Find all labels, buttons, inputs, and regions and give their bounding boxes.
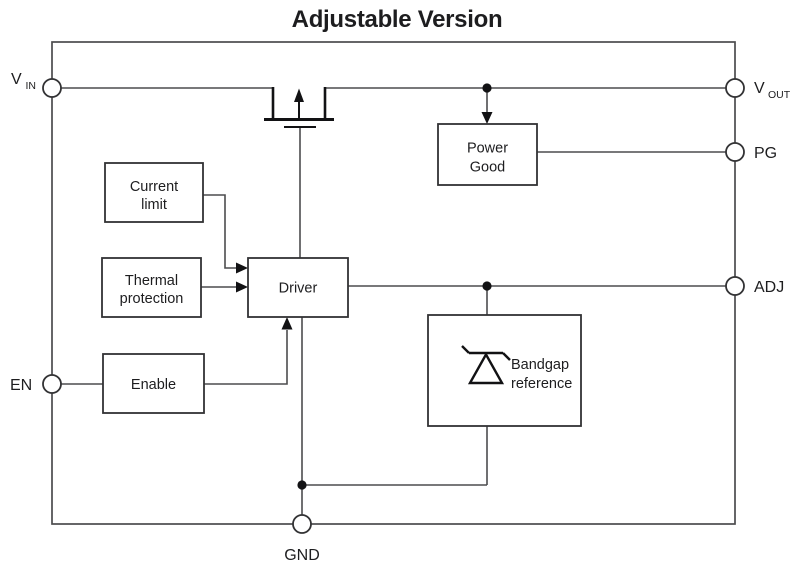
gnd-pin-label: GND xyxy=(284,547,320,564)
junction-dot-adj xyxy=(482,281,492,291)
vin-pin-label: V xyxy=(11,71,22,88)
pmos-transistor-icon xyxy=(264,87,334,128)
enable-to-driver-wire xyxy=(204,330,288,385)
vin-pin-circle xyxy=(42,78,62,98)
en-pin-circle xyxy=(42,374,62,394)
enable-label: Enable xyxy=(131,377,176,393)
gnd-pin-circle xyxy=(292,514,312,534)
current-limit-label-line2: limit xyxy=(141,197,167,213)
block-driver: Driver xyxy=(247,257,349,318)
pin-labels: V IN V OUT PG ADJ EN GND xyxy=(10,71,791,564)
arrowhead-into-powergood-icon xyxy=(481,112,493,124)
power-good-label-line2: Good xyxy=(470,160,505,176)
pin-terminals xyxy=(42,78,745,534)
arrowhead-into-driver-mid-icon xyxy=(236,281,248,293)
bandgap-label-line2: reference xyxy=(511,376,572,392)
en-pin-label: EN xyxy=(10,377,32,394)
mosfet-body-arrowhead xyxy=(294,88,304,102)
vin-pin-sublabel: IN xyxy=(26,80,37,92)
junction-dot-ground xyxy=(297,480,307,490)
vout-pin-label: V xyxy=(754,80,765,97)
thermal-protection-label-line2: protection xyxy=(120,291,184,307)
current-limit-label-line1: Current xyxy=(130,179,178,195)
block-thermal-protection: Thermal protection xyxy=(101,257,202,318)
pg-pin-circle xyxy=(725,142,745,162)
block-current-limit: Current limit xyxy=(104,162,204,223)
block-power-good: Power Good xyxy=(437,123,538,186)
power-good-box xyxy=(437,123,538,186)
zener-diode-icon xyxy=(461,345,511,385)
arrowheads xyxy=(236,112,493,330)
arrowhead-into-driver-bottom-icon xyxy=(281,317,293,330)
zener-anode-triangle xyxy=(467,352,505,385)
driver-label: Driver xyxy=(279,281,318,297)
adj-pin-label: ADJ xyxy=(754,279,784,296)
zener-cathode-left-tick xyxy=(461,345,470,354)
arrowhead-into-driver-top-icon xyxy=(236,262,248,274)
pg-pin-label: PG xyxy=(754,145,777,162)
adj-pin-circle xyxy=(725,276,745,296)
currentlimit-to-driver-wire xyxy=(203,194,237,269)
diagram-title: Adjustable Version xyxy=(292,6,503,33)
junction-dots xyxy=(297,83,492,490)
junction-dot-vout xyxy=(482,83,492,93)
bandgap-label-line1: Bandgap xyxy=(511,357,569,373)
vout-pin-circle xyxy=(725,78,745,98)
driver-box xyxy=(247,257,349,318)
block-bandgap-reference: Bandgap reference xyxy=(427,314,582,427)
zener-cathode-right-tick xyxy=(502,352,511,361)
power-good-label-line1: Power xyxy=(467,141,508,157)
block-enable: Enable xyxy=(102,353,205,414)
wires xyxy=(61,87,726,515)
enable-box xyxy=(102,353,205,414)
bandgap-reference-box xyxy=(427,314,582,427)
vout-pin-sublabel: OUT xyxy=(768,89,791,101)
thermal-protection-box xyxy=(101,257,202,318)
thermal-protection-label-line1: Thermal xyxy=(125,273,178,289)
current-limit-box xyxy=(104,162,204,223)
